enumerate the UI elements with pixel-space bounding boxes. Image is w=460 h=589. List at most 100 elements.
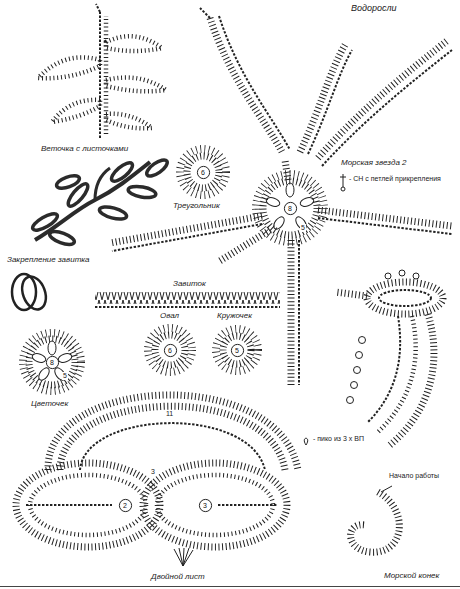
row-count-circle: 8 bbox=[46, 356, 59, 369]
tail-row bbox=[351, 492, 400, 552]
leaf bbox=[98, 205, 128, 222]
chain-row bbox=[219, 16, 290, 150]
ray-ring bbox=[180, 149, 226, 195]
stitch-ring bbox=[29, 339, 75, 385]
row-count-circle: 2 bbox=[119, 499, 132, 512]
motif-label: Завиток bbox=[172, 279, 207, 288]
sea-star-chart bbox=[110, 160, 452, 385]
picot-symbol bbox=[304, 438, 307, 445]
row-count-circle: 5 bbox=[231, 344, 244, 357]
picot bbox=[359, 337, 366, 344]
picot bbox=[385, 273, 391, 279]
callout-number: 3 bbox=[150, 468, 156, 476]
seahorse-chart bbox=[335, 270, 443, 552]
picot bbox=[413, 273, 419, 279]
oval-motif bbox=[148, 328, 192, 372]
twig bbox=[95, 168, 110, 200]
circle-shape bbox=[164, 344, 176, 356]
star-arm bbox=[218, 230, 270, 262]
ray-ring bbox=[23, 333, 81, 391]
branch-silhouette bbox=[30, 157, 169, 247]
leaf bbox=[144, 157, 169, 179]
chain-tip bbox=[200, 8, 210, 18]
picot bbox=[356, 352, 363, 359]
row-count-circle: 3 bbox=[199, 499, 212, 512]
leaf bbox=[55, 173, 81, 191]
double-leaf-chart bbox=[16, 395, 298, 566]
head-chain bbox=[379, 290, 431, 306]
stem bbox=[35, 162, 150, 240]
petal bbox=[31, 352, 47, 364]
chain-row bbox=[308, 50, 352, 154]
petal bbox=[265, 196, 281, 208]
leaf-outer-row bbox=[143, 463, 287, 547]
stitch-ring bbox=[187, 156, 219, 188]
chain-row bbox=[322, 50, 452, 166]
leaf bbox=[48, 229, 76, 247]
star-arm-chain bbox=[318, 218, 452, 234]
body-chain bbox=[368, 316, 400, 422]
row-number: 2 bbox=[123, 502, 127, 509]
curl-chart bbox=[95, 292, 280, 307]
row-number: 5 bbox=[235, 347, 239, 354]
motif-label: Закрепление завитка bbox=[6, 255, 91, 264]
circle-shape bbox=[119, 499, 131, 511]
curl-fastening bbox=[12, 273, 50, 312]
petal bbox=[53, 366, 68, 382]
motif-label: Кружочек bbox=[216, 311, 253, 320]
seaweed-chart bbox=[200, 8, 452, 166]
legend-text: - СН с петлей прикрепления bbox=[348, 175, 442, 183]
leaf-vein bbox=[26, 504, 112, 506]
leaf bbox=[127, 185, 156, 200]
triangle-motif bbox=[180, 149, 226, 195]
leaf-vein bbox=[218, 504, 278, 506]
picot bbox=[347, 397, 354, 404]
row-count-circle: 6 bbox=[197, 166, 210, 179]
motif-label: Морская звезда 2 bbox=[340, 158, 408, 167]
ray-ring bbox=[256, 174, 324, 242]
stitch-row bbox=[300, 45, 345, 152]
stitch-ring bbox=[223, 336, 251, 364]
motif-label: Морской конек bbox=[383, 571, 440, 580]
legend-symbol-dc-loop bbox=[340, 174, 346, 191]
motif-label: Овал bbox=[159, 311, 180, 320]
leaf-chart bbox=[52, 100, 100, 122]
petal bbox=[299, 196, 315, 208]
picot bbox=[354, 367, 361, 374]
circle-shape bbox=[46, 356, 58, 368]
stitch-symbol bbox=[340, 174, 346, 187]
legend-text: - пико из 3 х ВП bbox=[312, 435, 365, 443]
arch-row bbox=[60, 406, 285, 470]
star-arm bbox=[110, 216, 262, 243]
row-count-circle: 6 bbox=[164, 344, 177, 357]
petal bbox=[286, 183, 294, 197]
motif-label: Двойной лист bbox=[150, 572, 206, 581]
stitch-ring bbox=[263, 181, 317, 235]
picot bbox=[399, 270, 405, 276]
row-number: 8 bbox=[288, 205, 292, 212]
circle-shape bbox=[284, 202, 296, 214]
stitch-ring bbox=[155, 335, 185, 365]
picot bbox=[351, 382, 358, 389]
start-pointer bbox=[381, 486, 392, 492]
stitch-row bbox=[104, 16, 109, 134]
motif-label: Начало работы bbox=[388, 472, 440, 480]
leaf-chart bbox=[106, 78, 166, 92]
stitch-row bbox=[210, 18, 282, 152]
head-row bbox=[367, 282, 443, 314]
fan-lines bbox=[174, 548, 193, 566]
chain-base bbox=[95, 306, 280, 308]
row-number: 6 bbox=[168, 347, 172, 354]
loop-symbol bbox=[341, 187, 345, 191]
leaf-chart bbox=[106, 114, 152, 129]
fan-symbol bbox=[174, 548, 193, 566]
ray-ring bbox=[148, 328, 192, 372]
leaf bbox=[109, 160, 135, 184]
row-number: 8 bbox=[50, 359, 54, 366]
petal bbox=[272, 215, 287, 231]
motif-label: Треугольник bbox=[172, 201, 221, 210]
motif-label: Цветочек bbox=[30, 399, 69, 408]
arch-row bbox=[48, 395, 298, 470]
ray-ring bbox=[216, 329, 258, 371]
branch-chart bbox=[38, 4, 166, 138]
